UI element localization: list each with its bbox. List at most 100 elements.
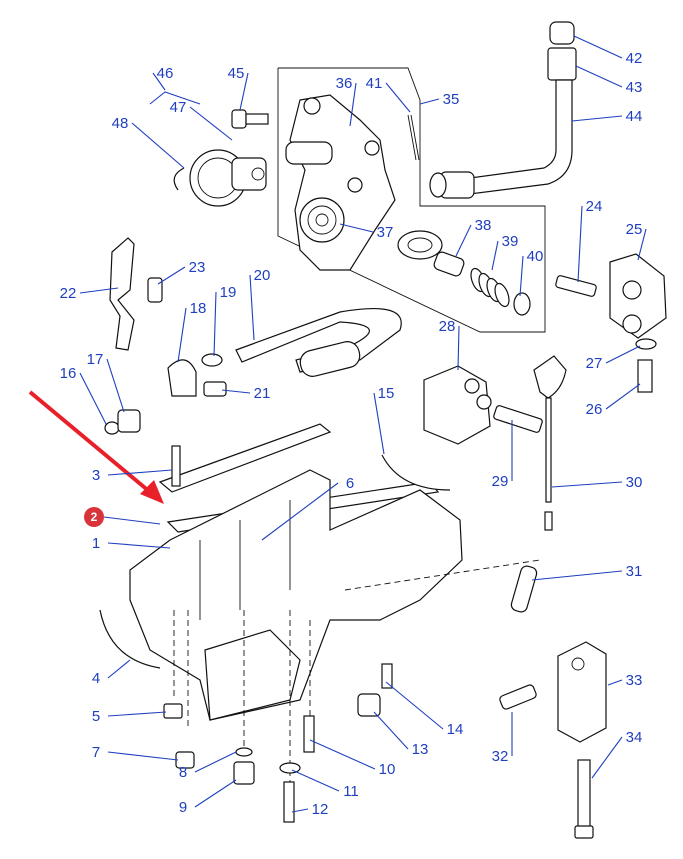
callout-label-22: 22	[60, 285, 77, 302]
oil-sump-body	[129, 469, 463, 721]
callout-leader-38	[455, 224, 472, 257]
highlight-arrow	[28, 390, 164, 504]
callout-leader-6	[261, 482, 339, 541]
callout-leader-3	[107, 469, 173, 476]
callout-leader-5	[107, 711, 167, 717]
oil-pipe	[469, 79, 573, 195]
sump-bolt	[303, 715, 315, 753]
callout-leader-16	[79, 372, 107, 425]
support-block-bolt	[499, 684, 537, 710]
callout-leader-14	[385, 681, 444, 730]
callout-label-4: 4	[92, 670, 100, 687]
callout-label-31: 31	[626, 563, 643, 580]
callout-leader-42	[573, 35, 623, 59]
highlight-badge-number: 2	[91, 510, 98, 524]
callout-bracket-46	[149, 91, 201, 105]
callout-label-10: 10	[379, 761, 396, 778]
dipstick-rod	[545, 397, 552, 503]
callout-label-14: 14	[447, 721, 464, 738]
oil-sump-group	[99, 423, 541, 823]
oil-pump-bolt-hole	[303, 97, 321, 115]
callout-label-16: 16	[60, 365, 77, 382]
clamp-bolt	[203, 381, 227, 397]
callout-label-8: 8	[179, 764, 187, 781]
oil-pump-bolt-hole	[364, 140, 380, 156]
callout-label-30: 30	[626, 474, 643, 491]
relief-valve-spring	[470, 267, 510, 308]
stud	[171, 445, 181, 487]
support-bracket	[109, 237, 135, 351]
bracket-bolt	[147, 277, 163, 303]
drain-plug	[117, 409, 141, 433]
mounting-bolt	[555, 275, 597, 297]
callout-label-34: 34	[626, 729, 643, 746]
idler-gear-hub	[231, 157, 267, 191]
callout-leader-15	[373, 392, 385, 455]
dipstick-handle	[533, 355, 567, 399]
callout-leader-37	[339, 223, 374, 233]
sump-washer	[163, 703, 183, 719]
callout-leader-31	[531, 570, 623, 581]
oil-pump-gear	[299, 197, 345, 243]
relief-valve-plunger	[433, 251, 465, 277]
mounting-bolt-lower	[637, 359, 653, 393]
callout-label-13: 13	[412, 741, 429, 758]
callout-leader-26	[605, 383, 641, 410]
callout-leader-21	[221, 389, 251, 394]
callout-label-32: 32	[492, 748, 509, 765]
callout-leader-9	[194, 779, 237, 808]
dipstick-tube	[510, 565, 538, 613]
callout-label-27: 27	[586, 355, 603, 372]
rear-seal	[99, 609, 161, 669]
drain-washer	[235, 747, 253, 757]
callout-label-23: 23	[189, 259, 206, 276]
callout-leader-17	[106, 358, 125, 413]
callout-label-46: 46	[157, 65, 174, 82]
callout-label-12: 12	[312, 801, 329, 818]
support-stud	[577, 759, 591, 831]
callout-label-40: 40	[527, 248, 544, 265]
callout-leader-33	[607, 679, 623, 686]
callout-label-15: 15	[378, 385, 395, 402]
callout-label-3: 3	[92, 467, 100, 484]
callout-leader-28	[457, 325, 460, 371]
callout-label-24: 24	[586, 198, 603, 215]
callout-label-37: 37	[377, 224, 394, 241]
callout-label-38: 38	[475, 217, 492, 234]
callout-label-35: 35	[443, 91, 460, 108]
callout-leader-7	[107, 751, 179, 761]
callout-label-6: 6	[346, 475, 354, 492]
callout-leader-45	[239, 72, 249, 111]
callout-leader-46	[152, 72, 166, 91]
gear-bolt-shank	[245, 113, 269, 125]
callout-label-5: 5	[92, 708, 100, 725]
breather-group	[104, 237, 402, 435]
front-seal	[381, 454, 451, 491]
callout-leader-27	[605, 345, 641, 364]
support-stud-head	[574, 825, 594, 839]
sump-bolt-long	[283, 781, 295, 823]
sump-flange	[204, 629, 301, 721]
callout-leader-35	[419, 98, 440, 105]
oil-pump-body	[289, 94, 396, 271]
callout-leader-25	[637, 228, 647, 261]
callout-leader-34	[591, 736, 623, 779]
drain-plug-bottom	[233, 761, 255, 785]
callout-leader-1	[107, 542, 171, 549]
callout-label-19: 19	[220, 284, 237, 301]
callout-leader-47	[189, 106, 233, 141]
callout-leader-19	[213, 291, 217, 357]
oil-pump-outlet	[397, 230, 443, 260]
mounting-washer	[635, 338, 657, 350]
callout-label-45: 45	[228, 65, 245, 82]
callout-leader-20	[249, 274, 255, 341]
callout-leader-43	[575, 65, 623, 88]
callout-label-36: 36	[336, 75, 353, 92]
dowel-pin	[381, 663, 393, 689]
oil-pipe-group	[429, 21, 577, 199]
callout-label-18: 18	[190, 300, 207, 317]
sump-gasket-front	[158, 423, 332, 493]
callout-leader-8	[194, 751, 237, 773]
callout-label-42: 42	[626, 50, 643, 67]
